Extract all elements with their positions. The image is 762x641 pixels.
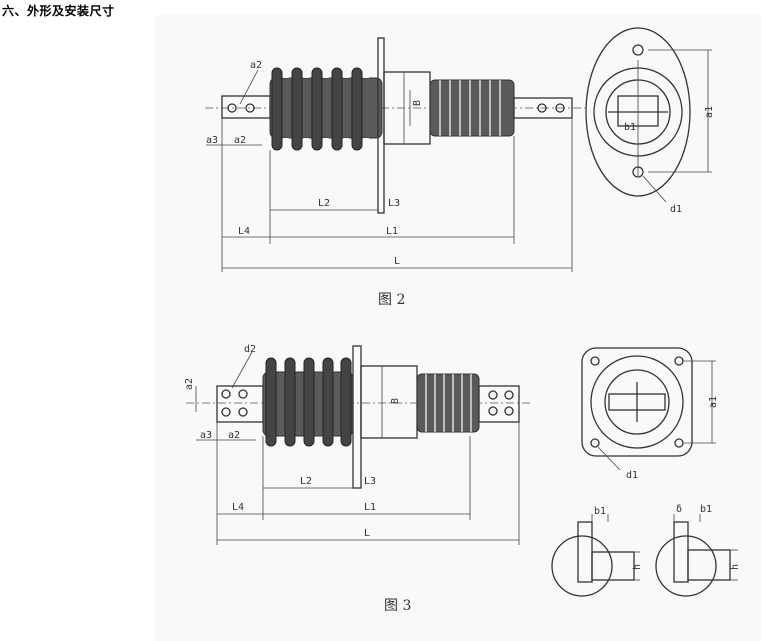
- terminal-detail-a: [551, 535, 613, 597]
- mount-hole: [632, 166, 644, 178]
- label-L3: L3: [388, 198, 400, 209]
- bushing-body: [383, 71, 431, 145]
- figure-2-caption: 图 2: [378, 292, 405, 308]
- label-a2: a2: [228, 430, 240, 441]
- bushing-body: [360, 365, 418, 439]
- label-L: L: [394, 256, 400, 267]
- insulator-sheds-right: [429, 79, 515, 137]
- label-a3: a3: [206, 135, 218, 146]
- insulator-sheds-left: [269, 77, 383, 139]
- mount-hole: [632, 44, 644, 56]
- bolt-hole: [221, 389, 231, 399]
- mount-hole: [674, 438, 684, 448]
- bolt-hole: [488, 390, 498, 400]
- label-a2-left: a2: [184, 378, 195, 390]
- label-L4: L4: [238, 226, 250, 237]
- bolt-hole: [238, 407, 248, 417]
- figure-2: a2 a3 a2 B L2 L3 L4 L1 L 图 2 a1 b1 d1: [205, 27, 715, 308]
- terminal-detail-b: [655, 535, 717, 597]
- label-h-a: h: [632, 564, 643, 570]
- label-L2: L2: [300, 476, 312, 487]
- mount-hole: [590, 438, 600, 448]
- mount-hole: [590, 356, 600, 366]
- mount-hole: [674, 356, 684, 366]
- label-a2: a2: [234, 135, 246, 146]
- label-L1: L1: [364, 502, 376, 513]
- label-B: B: [412, 100, 423, 106]
- right-terminal: [513, 97, 573, 119]
- label-a1: a1: [708, 396, 719, 408]
- label-L4: L4: [232, 502, 244, 513]
- label-L: L: [364, 528, 370, 539]
- label-L1: L1: [386, 226, 398, 237]
- label-b1-b: b1: [700, 504, 712, 515]
- bolt-hole: [488, 406, 498, 416]
- mounting-flange: [352, 345, 362, 489]
- bolt-hole: [504, 390, 514, 400]
- bolt-hole: [227, 103, 237, 113]
- figure-3: d2 a2 a3 a2 B L2 L3 L4 L1 L 图 3 a1 d1: [184, 344, 741, 614]
- bolt-hole: [555, 103, 565, 113]
- bolt-hole: [537, 103, 547, 113]
- bolt-hole: [221, 407, 231, 417]
- label-L2: L2: [318, 198, 330, 209]
- end-view-ring: [590, 355, 684, 449]
- label-d1: d1: [626, 470, 638, 481]
- label-delta: δ: [676, 504, 682, 515]
- label-d1: d1: [670, 204, 682, 215]
- label-L3: L3: [364, 476, 376, 487]
- bolt-hole: [504, 406, 514, 416]
- label-b1: b1: [624, 122, 636, 133]
- label-a2-top: a2: [250, 60, 262, 71]
- label-a1: a1: [704, 106, 715, 118]
- figure-3-caption: 图 3: [384, 598, 411, 614]
- label-B: B: [390, 398, 401, 404]
- page-heading: 六、外形及安装尺寸: [2, 4, 115, 18]
- bolt-hole: [238, 389, 248, 399]
- end-view-flange: [585, 27, 691, 197]
- end-view-flange: [581, 347, 693, 457]
- label-d2: d2: [244, 344, 256, 355]
- label-a3: a3: [200, 430, 212, 441]
- right-terminal: [478, 385, 520, 423]
- label-b1-a: b1: [594, 506, 606, 517]
- label-h-b: h: [730, 564, 741, 570]
- bolt-hole: [245, 103, 255, 113]
